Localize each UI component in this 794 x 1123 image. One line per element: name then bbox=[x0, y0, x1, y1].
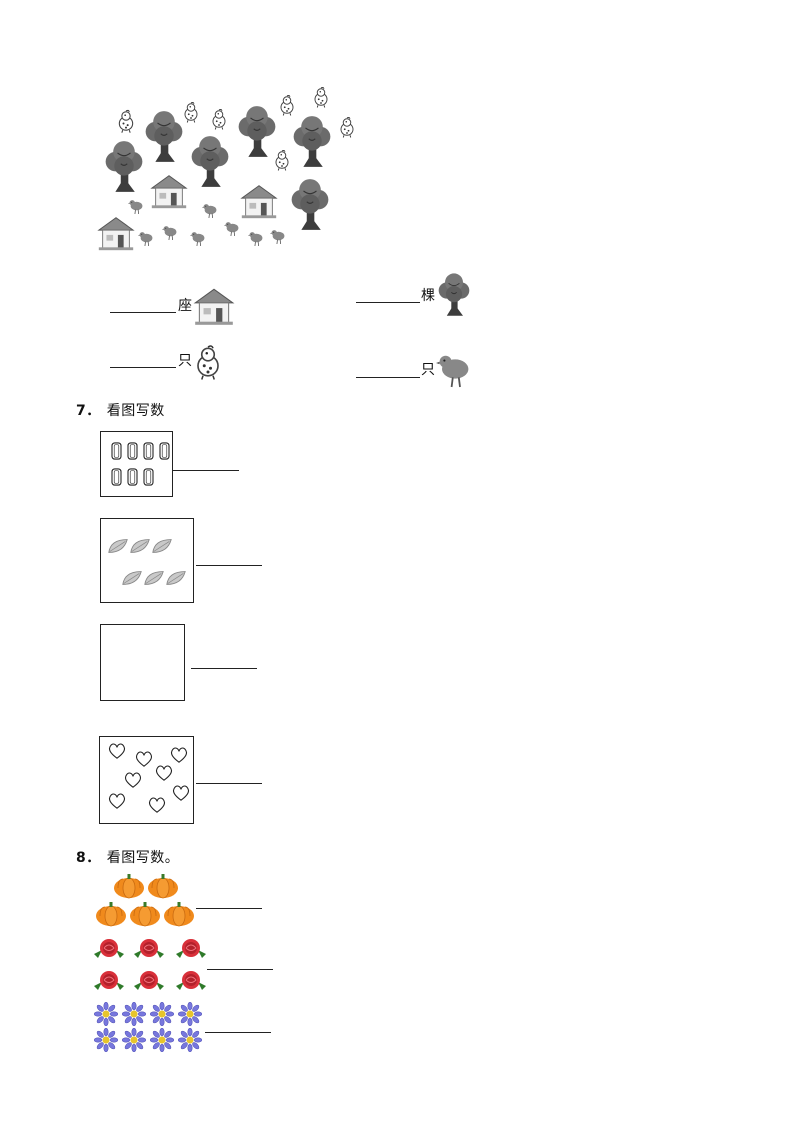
house-icon bbox=[98, 217, 134, 251]
unit-label-houses: 座 bbox=[178, 298, 192, 314]
chick-icon bbox=[118, 109, 134, 134]
chick-icon bbox=[314, 86, 328, 109]
answer-blank-pumpkins[interactable] bbox=[196, 908, 262, 909]
house-icon bbox=[241, 185, 277, 219]
unit-label-chicks: 只 bbox=[178, 353, 192, 369]
tree-icon bbox=[238, 105, 276, 158]
tree-icon bbox=[105, 140, 143, 193]
daisies-group bbox=[94, 1002, 202, 1052]
bird-icon bbox=[270, 229, 285, 244]
answer-blank-cups[interactable] bbox=[173, 470, 239, 471]
bird-icon bbox=[138, 231, 153, 246]
hearts-box bbox=[99, 736, 194, 824]
house-icon bbox=[194, 288, 234, 326]
bird-icon bbox=[202, 203, 217, 218]
chick-icon bbox=[196, 344, 220, 381]
cups-group bbox=[111, 442, 170, 486]
answer-blank-birds[interactable] bbox=[356, 377, 420, 378]
answer-blank-hearts[interactable] bbox=[196, 783, 262, 784]
tree-icon bbox=[291, 178, 329, 231]
answer-blank-empty[interactable] bbox=[191, 668, 257, 669]
bird-icon bbox=[162, 225, 177, 240]
tree-icon bbox=[145, 110, 183, 163]
farm-scene-illustration bbox=[98, 86, 354, 251]
chick-icon bbox=[184, 101, 198, 124]
leaves-box bbox=[100, 518, 194, 603]
bird-icon bbox=[128, 199, 143, 214]
bird-icon bbox=[224, 221, 239, 236]
answer-blank-houses[interactable] bbox=[110, 312, 176, 313]
answer-blank-daisies[interactable] bbox=[205, 1032, 271, 1033]
cups-box bbox=[100, 431, 173, 497]
pumpkins-group bbox=[95, 873, 195, 927]
hearts-group bbox=[108, 743, 190, 813]
chick-icon bbox=[275, 149, 289, 172]
unit-label-birds: 只 bbox=[421, 362, 435, 378]
answer-blank-roses[interactable] bbox=[207, 969, 273, 970]
roses-group bbox=[93, 938, 207, 991]
question-text: 看图写数 bbox=[106, 403, 165, 419]
bird-icon bbox=[190, 231, 205, 246]
unit-label-trees: 棵 bbox=[421, 288, 435, 304]
tree-icon bbox=[438, 272, 470, 317]
tree-icon bbox=[191, 135, 229, 188]
chick-icon bbox=[212, 108, 226, 131]
answer-blank-trees[interactable] bbox=[356, 302, 420, 303]
bird-icon bbox=[248, 231, 263, 246]
question-number: 7． bbox=[76, 403, 101, 419]
empty-box bbox=[100, 624, 185, 701]
answer-blank-chicks[interactable] bbox=[110, 367, 176, 368]
house-icon bbox=[151, 175, 187, 209]
question-number: 8． bbox=[76, 850, 101, 866]
chick-icon bbox=[340, 116, 354, 139]
question-text: 看图写数。 bbox=[106, 850, 180, 866]
answer-blank-leaves[interactable] bbox=[196, 565, 262, 566]
tree-icon bbox=[293, 115, 331, 168]
leaves-group bbox=[108, 539, 186, 585]
question-7-title: 7． 看图写数 bbox=[76, 400, 165, 420]
chick-icon bbox=[280, 94, 294, 117]
question-8-title: 8． 看图写数。 bbox=[76, 847, 179, 867]
bird-icon bbox=[436, 354, 470, 389]
